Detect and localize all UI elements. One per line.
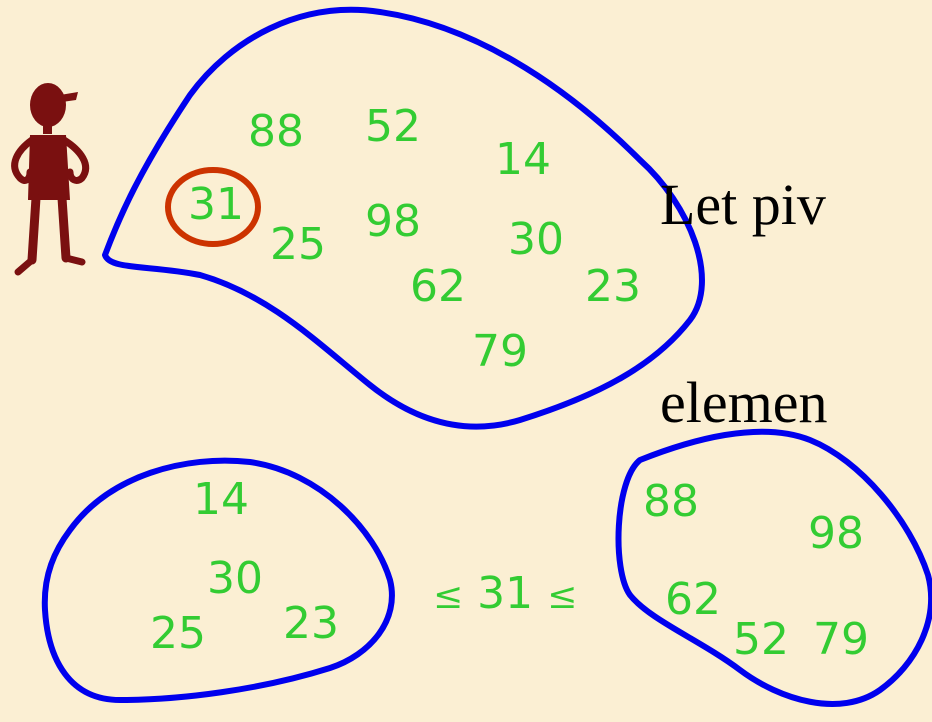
number-79: 79 [472, 330, 528, 374]
number-98: 98 [808, 512, 864, 556]
number-79: 79 [813, 618, 869, 662]
number-23: 23 [585, 265, 641, 309]
number-30: 30 [508, 218, 564, 262]
number-23: 23 [283, 602, 339, 646]
number-25: 25 [270, 223, 326, 267]
less-equal-symbol-left: ≤ [433, 576, 463, 617]
number-30: 30 [207, 557, 263, 601]
number-62: 62 [665, 578, 721, 622]
number-25: 25 [150, 612, 206, 656]
number-14: 14 [495, 138, 551, 182]
number-14: 14 [193, 478, 249, 522]
number-52: 52 [733, 618, 789, 662]
pivot-relation: ≤ 31 ≤ [433, 572, 577, 616]
less-equal-symbol-right: ≤ [547, 576, 577, 617]
number-98: 98 [365, 200, 421, 244]
number-88: 88 [643, 480, 699, 524]
pivot-number-31: 31 [188, 183, 244, 227]
heading-line-1: Let piv [660, 172, 827, 238]
cartoon-person-figure-icon [15, 83, 86, 272]
number-52: 52 [365, 105, 421, 149]
heading-line-2: elemen [660, 370, 827, 436]
number-88: 88 [248, 110, 304, 154]
relation-pivot-value: 31 [477, 568, 533, 619]
number-62: 62 [410, 265, 466, 309]
